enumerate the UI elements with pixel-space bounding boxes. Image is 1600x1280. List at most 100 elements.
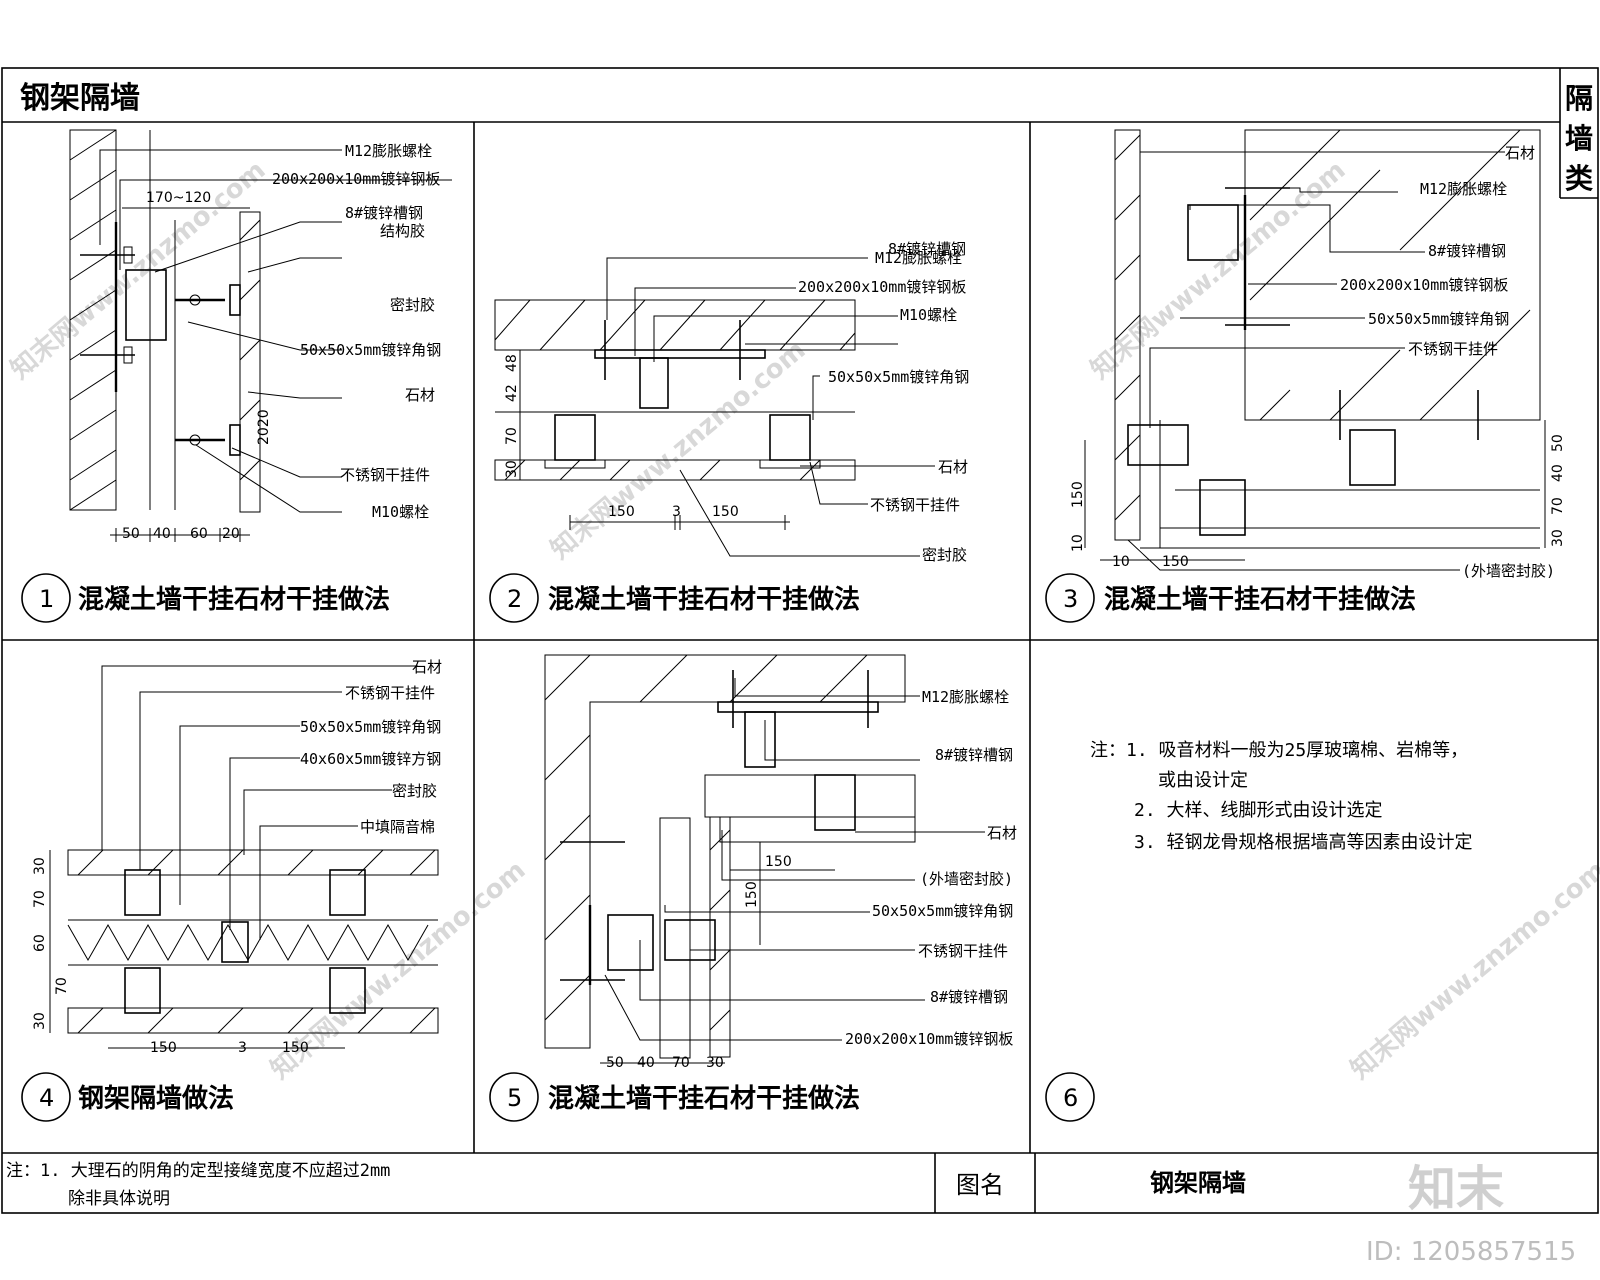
- label: 密封胶: [390, 296, 435, 314]
- dim: 42: [504, 384, 520, 402]
- label: 50x50x5mm镀锌角钢: [828, 368, 969, 386]
- detail-1: M12膨胀螺栓 200x200x10mm镀锌钢板 8#镀锌槽钢 结构胶 密封胶 …: [69, 129, 452, 542]
- dim: 40: [153, 526, 171, 542]
- detail-5: M12膨胀螺栓 8#镀锌槽钢 石材 (外墙密封胶) 50x50x5mm镀锌角钢 …: [544, 654, 1017, 1071]
- detail-number: 3: [1063, 585, 1078, 613]
- dim: 40: [637, 1055, 655, 1071]
- dim: 50: [122, 526, 140, 542]
- label: M12膨胀螺栓: [875, 249, 962, 267]
- category-tag: 隔 墙 类: [1565, 82, 1593, 195]
- detail-4: 石材 不锈钢干挂件 50x50x5mm镀锌角钢 40x60x5mm镀锌方钢 密封…: [32, 658, 442, 1056]
- drawing-name: 钢架隔墙: [1150, 1169, 1246, 1197]
- label: 不锈钢干挂件: [340, 466, 430, 484]
- watermark-id: ID: 1205857515: [1366, 1237, 1576, 1267]
- label: 40x60x5mm镀锌方钢: [300, 750, 441, 768]
- label: 不锈钢干挂件: [345, 684, 435, 702]
- dim: 10: [1070, 534, 1086, 552]
- watermark-text: 知末网www.znzmo.com: [545, 335, 811, 565]
- label: 8#镀锌槽钢: [1428, 242, 1506, 260]
- dim: 30: [504, 460, 520, 478]
- dim: 3: [672, 504, 681, 520]
- label: 8#镀锌槽钢: [345, 204, 423, 222]
- label: 50x50x5mm镀锌角钢: [300, 718, 441, 736]
- label: 石材: [987, 824, 1017, 842]
- label: M12膨胀螺栓: [922, 688, 1009, 706]
- detail-2-caption: 2 混凝土墙干挂石材干挂做法: [489, 573, 860, 623]
- dim: 150: [1162, 554, 1189, 570]
- label: 8#镀锌槽钢: [930, 988, 1008, 1006]
- watermark-text: 知末网www.znzmo.com: [1345, 855, 1600, 1085]
- sheet-title: 钢架隔墙: [20, 81, 140, 116]
- note-line: 3. 轻钢龙骨规格根据墙高等因素由设计定: [1134, 832, 1473, 853]
- detail-number: 2: [507, 585, 522, 613]
- category-char-1: 隔: [1565, 82, 1593, 115]
- dim: 150: [608, 504, 635, 520]
- label: 不锈钢干挂件: [870, 496, 960, 514]
- dim: 30: [32, 857, 48, 875]
- label: 不锈钢干挂件: [918, 942, 1008, 960]
- detail-number: 4: [39, 1084, 54, 1112]
- sheet-frame: [1, 67, 1599, 1214]
- footer-note-line: 注：1. 大理石的阴角的定型接缝宽度不应超过2mm: [6, 1161, 390, 1181]
- note-line: 注：1. 吸音材料一般为25厚玻璃棉、岩棉等，: [1090, 740, 1468, 761]
- label: 不锈钢干挂件: [1408, 340, 1498, 358]
- dim: 48: [504, 354, 520, 372]
- dim: 30: [32, 1012, 48, 1030]
- label: 200x200x10mm镀锌钢板: [1340, 276, 1508, 294]
- detail-title: 混凝土墙干挂石材干挂做法: [78, 585, 390, 615]
- label: (外墙密封胶): [920, 870, 1013, 888]
- detail-number: 1: [39, 585, 54, 613]
- dim: 30: [706, 1055, 724, 1071]
- detail-title: 混凝土墙干挂石材干挂做法: [548, 1084, 860, 1114]
- detail-1-caption: 1 混凝土墙干挂石材干挂做法: [21, 573, 390, 623]
- dim: 70: [672, 1055, 690, 1071]
- dim: 150: [1070, 481, 1086, 508]
- dim: 60: [32, 934, 48, 952]
- dim: 60: [190, 526, 208, 542]
- dim: 150: [744, 881, 760, 908]
- detail-4-caption: 4 钢架隔墙做法: [21, 1072, 234, 1122]
- label: 200x200x10mm镀锌钢板: [798, 278, 966, 296]
- note-line: 2. 大样、线脚形式由设计选定: [1134, 800, 1383, 821]
- dim: 70: [54, 977, 70, 995]
- footer-notes: 注：1. 大理石的阴角的定型接缝宽度不应超过2mm 除非具体说明: [6, 1161, 390, 1209]
- drawing-name-label: 图名: [956, 1171, 1004, 1199]
- detail-title: 钢架隔墙做法: [78, 1084, 234, 1114]
- label: M10螺栓: [900, 306, 957, 324]
- dim: 3: [238, 1040, 247, 1056]
- detail-2: M12膨胀螺栓 200x200x10mm镀锌钢板 8#镀锌槽钢 M10螺栓 50…: [494, 240, 969, 564]
- footer-note-line: 除非具体说明: [68, 1189, 170, 1209]
- label: 200x200x10mm镀锌钢板: [272, 170, 440, 188]
- detail-3-caption: 3 混凝土墙干挂石材干挂做法: [1045, 573, 1416, 623]
- category-char-2: 墙: [1565, 122, 1593, 155]
- label: 中填隔音棉: [360, 818, 435, 836]
- dim: 70: [32, 890, 48, 908]
- label: 石材: [405, 386, 435, 404]
- label: 50x50x5mm镀锌角钢: [1368, 310, 1509, 328]
- label: M12膨胀螺栓: [345, 142, 432, 160]
- dim: 70: [504, 427, 520, 445]
- dim: 50: [606, 1055, 624, 1071]
- dim: 150: [150, 1040, 177, 1056]
- detail-number: 5: [507, 1084, 522, 1112]
- dim: 50: [1550, 434, 1566, 452]
- label: 8#镀锌槽钢: [935, 746, 1013, 764]
- label: M12膨胀螺栓: [1420, 180, 1507, 198]
- label: 8#镀锌槽钢: [888, 240, 966, 258]
- dim: 20: [222, 526, 240, 542]
- dim: 40: [1550, 464, 1566, 482]
- label: 密封胶: [392, 782, 437, 800]
- detail-3: 石材 M12膨胀螺栓 8#镀锌槽钢 200x200x10mm镀锌钢板 50x50…: [1070, 129, 1566, 580]
- detail-title: 混凝土墙干挂石材干挂做法: [1104, 585, 1416, 615]
- dim: 10: [1112, 554, 1130, 570]
- dim: 150: [712, 504, 739, 520]
- label: 结构胶: [380, 222, 425, 240]
- dim: 170~120: [146, 190, 211, 206]
- dim: 30: [1550, 529, 1566, 547]
- label: 50x50x5mm镀锌角钢: [872, 902, 1013, 920]
- label: 密封胶: [922, 546, 967, 564]
- detail-5-caption: 5 混凝土墙干挂石材干挂做法: [489, 1072, 860, 1122]
- label: 石材: [938, 458, 968, 476]
- dim: 2020: [256, 409, 272, 445]
